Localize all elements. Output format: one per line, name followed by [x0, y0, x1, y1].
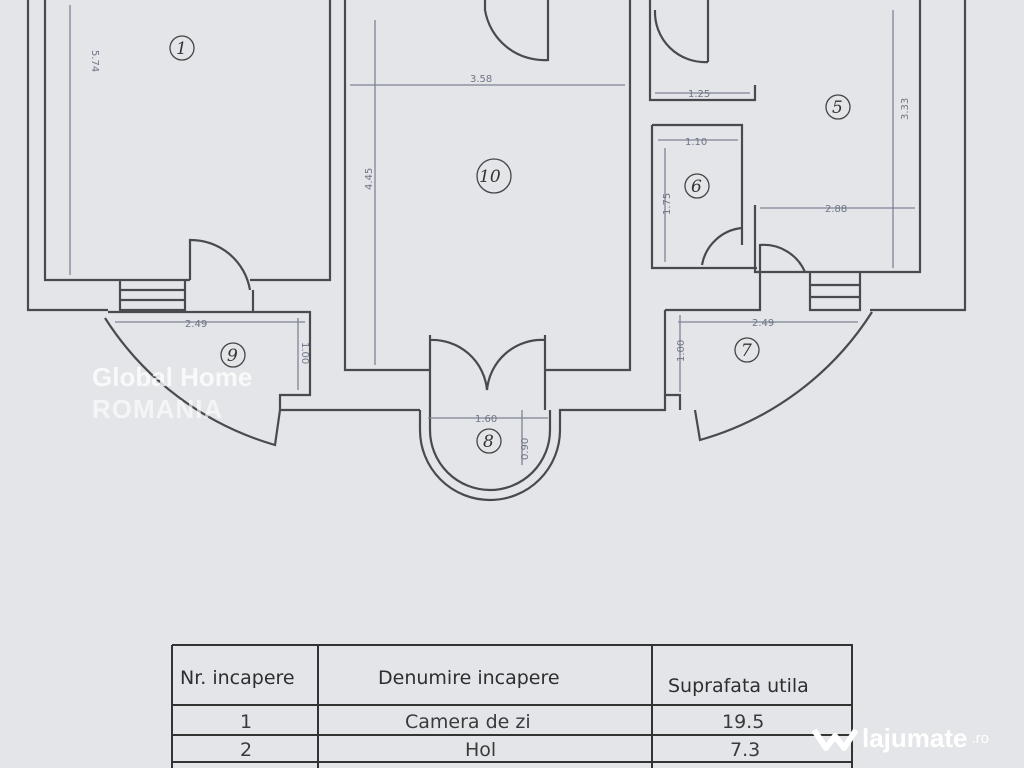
dim-room5-width: 2.88 — [825, 204, 847, 215]
watermark-agency: Global Home — [92, 362, 253, 392]
dim-room7-height: 1.00 — [676, 340, 687, 362]
dimension-labels: 5.74 3.58 4.45 1.25 1.10 1.75 2.88 3.33 … — [89, 50, 911, 460]
dim-room1-height: 5.74 — [89, 50, 100, 72]
dimension-lines — [69, 5, 915, 465]
dim-room10-width: 3.58 — [470, 74, 492, 85]
table-cell: 7.3 — [730, 739, 760, 761]
room-number: 1 — [176, 39, 187, 59]
table-cell: 19.5 — [722, 711, 764, 733]
table-header: Suprafata utila — [668, 675, 809, 697]
room-numbers: 1 5 6 7 8 9 10 — [169, 35, 851, 454]
room-number: 10 — [479, 167, 501, 187]
room-number: 6 — [691, 177, 702, 197]
dim-room9-height: 1.00 — [299, 342, 310, 364]
table-header: Nr. incapere — [180, 667, 295, 689]
table-cell: 2 — [240, 739, 252, 761]
table-cell: Camera de zi — [405, 711, 531, 733]
watermark-agency-sub: ROMANIA — [92, 394, 224, 424]
dim-room8-height: 0.90 — [520, 438, 531, 460]
watermark-site-logo: lajumate.ro — [812, 722, 989, 754]
room-number: 7 — [741, 341, 752, 361]
dim-room5-height: 3.33 — [900, 98, 911, 120]
site-name: lajumate — [862, 722, 968, 753]
walls — [26, 0, 967, 502]
room-number: 9 — [227, 346, 238, 366]
dim-room6-height: 1.75 — [662, 193, 673, 215]
dim-room6-width: 1.10 — [685, 137, 707, 148]
area-table: Nr. incapere Denumire incapere Suprafata… — [171, 644, 853, 768]
dim-room5-top: 1.25 — [688, 89, 710, 100]
dim-room8-width: 1.60 — [475, 414, 497, 425]
table-cell: Hol — [465, 739, 496, 761]
table-header: Denumire incapere — [378, 667, 560, 689]
dim-room10-height: 4.45 — [364, 168, 375, 190]
room-number: 5 — [832, 98, 843, 118]
lajumate-logo-icon — [812, 728, 858, 751]
dim-room7-width: 2.49 — [752, 318, 774, 329]
table-cell: 1 — [240, 711, 252, 733]
site-tld: .ro — [971, 729, 990, 747]
room-number: 8 — [483, 432, 494, 452]
dim-room9-width: 2.49 — [185, 319, 207, 330]
